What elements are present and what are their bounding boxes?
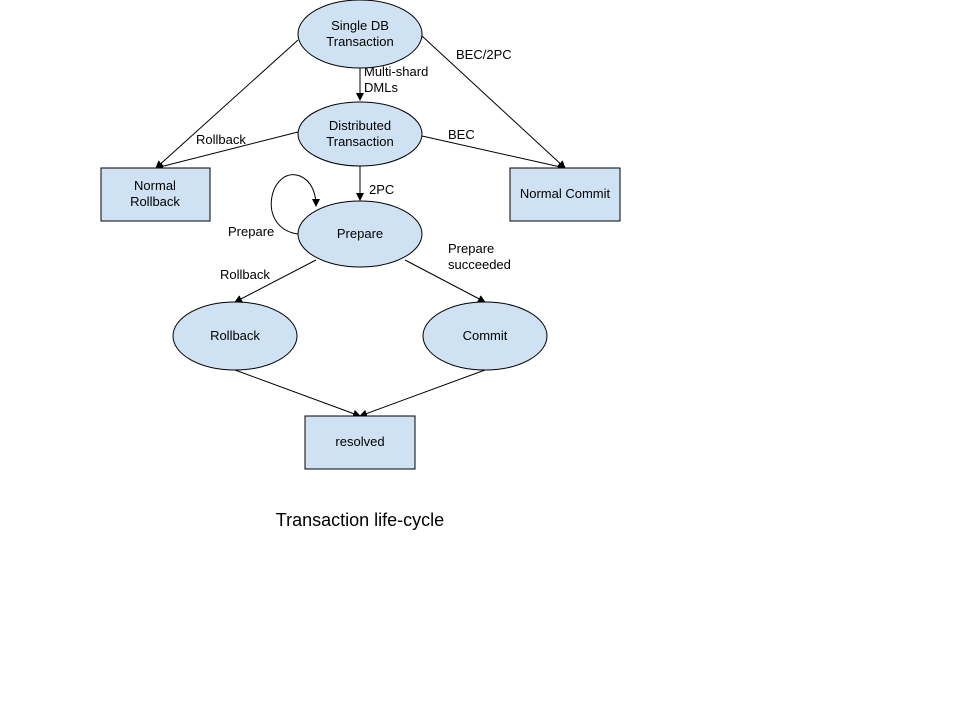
node-prepare: Prepare: [297, 200, 423, 268]
text-line: Normal: [134, 178, 176, 193]
edge-commit-to-resolved: [359, 369, 486, 418]
text-line: BEC: [448, 127, 475, 142]
edge-prepare-to-rollback: [234, 259, 317, 303]
edge-label-prepare-loop: Prepare: [228, 224, 274, 239]
text-line: resolved: [335, 434, 384, 449]
edge-single-to-normal-rollback: [155, 39, 299, 169]
diagram-title: Transaction life-cycle: [276, 510, 444, 530]
node-label: Commit: [463, 328, 508, 343]
text-line: BEC/2PC: [456, 47, 512, 62]
text-line: Rollback: [196, 132, 246, 147]
edge-label-rollback-distributed: Rollback: [196, 132, 246, 147]
edge-single-to-normal-commit: [421, 35, 566, 169]
node-rollback: Rollback: [172, 301, 298, 371]
edge-label-2pc: 2PC: [369, 182, 394, 197]
node-label: resolved: [335, 434, 384, 449]
text-line: succeeded: [448, 257, 511, 272]
text-line: DMLs: [364, 80, 398, 95]
node-label: Rollback: [210, 328, 260, 343]
text-line: Prepare: [337, 226, 383, 241]
text-line: Rollback: [220, 267, 270, 282]
node-normal-commit: Normal Commit: [509, 167, 621, 222]
text-line: Prepare: [228, 224, 274, 239]
node-resolved: resolved: [304, 415, 416, 470]
edge-prepare-to-commit: [404, 259, 486, 303]
text-line: 2PC: [369, 182, 394, 197]
text-line: Prepare: [448, 241, 494, 256]
text-line: Rollback: [210, 328, 260, 343]
text-line: Transaction: [326, 134, 393, 149]
edge-label-bec: BEC: [448, 127, 475, 142]
text-line: Distributed: [329, 118, 391, 133]
text-line: Normal Commit: [520, 186, 611, 201]
text-line: Transaction: [326, 34, 393, 49]
text-line: Commit: [463, 328, 508, 343]
edge-prepare-self-loop: [270, 174, 320, 235]
node-commit: Commit: [422, 301, 548, 371]
text-line: Single DB: [331, 18, 389, 33]
node-label: Normal Commit: [520, 186, 611, 201]
edge-label-bec-2pc: BEC/2PC: [456, 47, 512, 62]
edge-label-rollback-prepare: Rollback: [220, 267, 270, 282]
text-line: Rollback: [130, 194, 180, 209]
edge-rollback-to-resolved: [234, 369, 361, 418]
node-label: Prepare: [337, 226, 383, 241]
edge-distributed-to-normal-rollback: [155, 131, 299, 171]
text-line: Multi-shard: [364, 64, 428, 79]
edge-distributed-to-normal-commit: [421, 135, 566, 171]
